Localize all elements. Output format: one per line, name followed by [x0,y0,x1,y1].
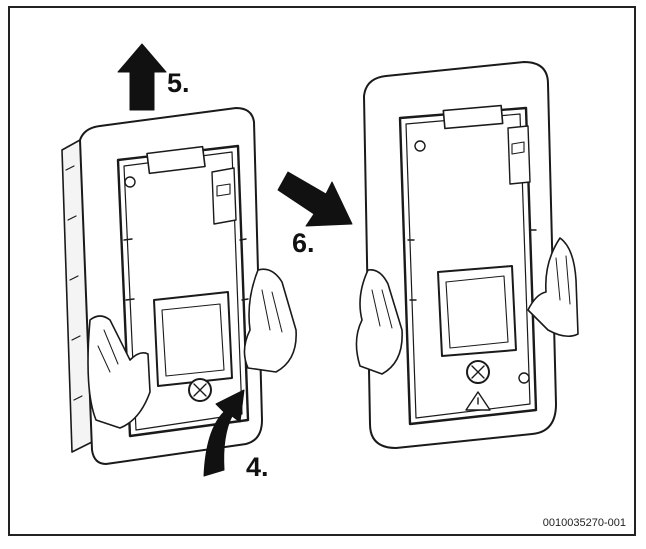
curved-arrow-icon [203,389,245,477]
arrow-up-icon [117,43,167,111]
left-hand [87,315,151,429]
left-device [61,107,297,465]
step-4-label: 4. [246,452,269,482]
right-hand [243,268,297,373]
right-hand-2 [527,237,579,338]
step-6-label: 6. [292,228,315,258]
document-id: 0010035270-001 [542,517,626,529]
arrow-right-down-icon [277,171,353,227]
step-5-label: 5. [167,68,190,98]
right-device [355,61,579,449]
